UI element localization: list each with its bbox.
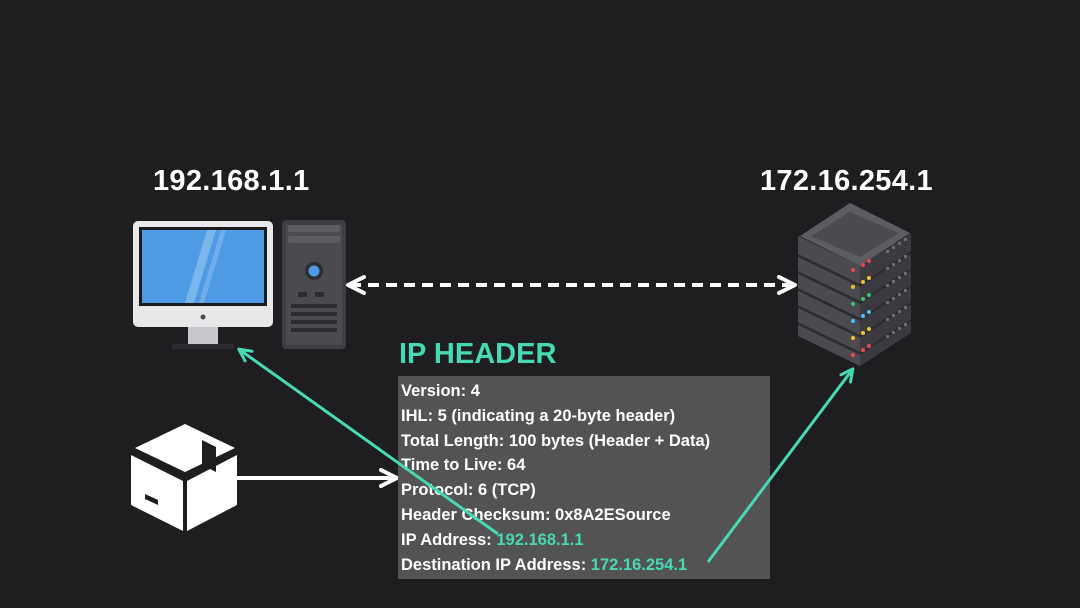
- ip-header-panel: Version: 4 IHL: 5 (indicating a 20-byte …: [398, 376, 770, 579]
- ihl-field: IHL: 5 (indicating a 20-byte header): [401, 406, 676, 425]
- monitor-icon: [133, 221, 273, 349]
- client-ip-label: 192.168.1.1: [153, 165, 310, 197]
- ttl-field: Time to Live: 64: [401, 456, 526, 475]
- checksum-field: Header Checksum: 0x8A2ESource: [401, 505, 671, 524]
- total-length-field: Total Length: 100 bytes (Header + Data): [401, 431, 711, 450]
- destination-ip-field: Destination IP Address: 172.16.254.1: [401, 553, 770, 578]
- source-ip-label: IP Address:: [401, 530, 497, 549]
- desktop-computer-icon: [133, 220, 346, 349]
- server-rack-icon: [798, 203, 911, 366]
- protocol-field: Protocol: 6 (TCP): [401, 481, 536, 500]
- ip-header-title: IP HEADER: [399, 338, 557, 370]
- version-field: Version: 4: [401, 382, 480, 400]
- server-ip-label: 172.16.254.1: [760, 165, 933, 197]
- source-ip-value: 192.168.1.1: [496, 530, 584, 549]
- package-box-icon: [131, 424, 237, 531]
- source-ip-field: IP Address: 192.168.1.1: [401, 528, 770, 553]
- destination-ip-value: 172.16.254.1: [590, 555, 688, 574]
- destination-ip-label: Destination IP Address:: [401, 555, 591, 574]
- tower-icon: [282, 220, 346, 349]
